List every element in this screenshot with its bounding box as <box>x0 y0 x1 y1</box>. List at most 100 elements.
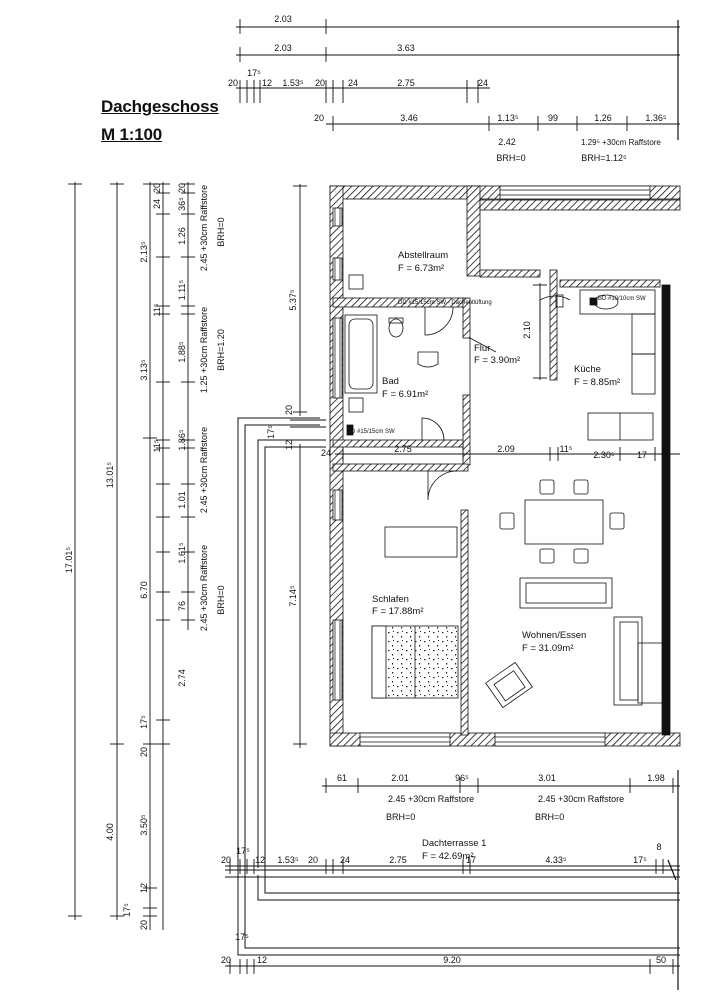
dim-label: 20 <box>152 183 162 193</box>
dim-label: 20 <box>139 920 149 930</box>
dim-label: 13.01⁵ <box>105 462 115 489</box>
dim-label: 17⁵ <box>247 68 261 78</box>
bedroom-furniture <box>371 526 459 699</box>
room-name-schlafen: Schlafen <box>372 594 409 605</box>
dim-label: 36⁵ <box>177 197 187 211</box>
note-bd: BD #10/10cm SW <box>598 296 646 302</box>
bottom-dimensions <box>225 778 680 974</box>
dim-label: 1.88⁵ <box>177 341 187 363</box>
dim-label: 96⁵ <box>455 773 469 783</box>
brh-label: BRH=1.20 <box>216 329 226 371</box>
room-area-flur: F = 3.90m² <box>474 355 520 366</box>
dining-table <box>524 499 604 545</box>
dim-label: 99 <box>548 113 558 123</box>
plan-scale: M 1:100 <box>101 125 162 144</box>
dim-label: 17⁵ <box>236 846 250 856</box>
dim-label: 11⁵ <box>152 303 162 316</box>
dim-label: 4.00 <box>105 823 115 841</box>
window-glazing <box>334 189 650 743</box>
room-area-schlafen: F = 17.88m² <box>372 606 423 617</box>
dim-label: 20 <box>221 855 231 865</box>
inner-dimensions <box>290 184 680 748</box>
dim-label: 2.03 <box>274 43 292 53</box>
dim-label: 12 <box>284 440 294 450</box>
dim-label: 2.74 <box>177 669 187 687</box>
dim-label: 1.86⁵ <box>177 429 187 451</box>
bathtub <box>344 314 378 394</box>
dim-label: 20 <box>284 405 294 415</box>
note-bd: BD #15/15cm SW <box>347 429 395 435</box>
dim-label: 2.75 <box>389 855 407 865</box>
dim-label: 2.42 <box>498 137 516 147</box>
dim-label: 17 <box>466 855 476 865</box>
vent-shaft <box>348 397 364 413</box>
vent-shaft <box>348 274 364 290</box>
dim-label: 1.53⁵ <box>277 855 299 865</box>
annotation-notes: DD #15/15cm SW - Dachentlüftung BD #10/1… <box>347 296 646 435</box>
room-name-bad: Bad <box>382 376 399 387</box>
dim-label: 7.14⁵ <box>288 585 298 607</box>
dim-label: 1.29⁵ +30cm Raffstore <box>581 138 661 147</box>
dim-label: 1.61⁵ <box>177 542 187 564</box>
dim-label: 2.13⁵ <box>139 241 149 263</box>
dim-label: 20 <box>308 855 318 865</box>
dim-label: 17⁵ <box>633 855 647 865</box>
side-sofa <box>613 616 643 706</box>
raffstore-label: 1.25 +30cm Raffstore <box>199 307 209 393</box>
wall-schlafen-north <box>332 463 469 472</box>
dim-label: 20 <box>139 747 149 757</box>
room-name-wohnen: Wohnen/Essen <box>522 630 586 641</box>
toilet <box>388 318 404 338</box>
dim-label: 20 <box>314 113 324 123</box>
brh-label: BRH=0 <box>386 812 415 822</box>
dim-label: 11⁵ <box>152 439 162 452</box>
dim-label: 1.01 <box>177 491 187 509</box>
dim-label: 11⁵ <box>559 444 572 454</box>
room-name-terrasse: Dachterrasse 1 <box>422 838 486 849</box>
room-area-bad: F = 6.91m² <box>382 389 428 400</box>
raffstore-label: 2.45 +30cm Raffstore <box>538 794 624 804</box>
raffstore-label: 2.45 +30cm Raffstore <box>199 185 209 271</box>
walls <box>329 185 681 747</box>
wall-flur-north <box>479 269 541 278</box>
room-area-wohnen: F = 31.09m² <box>522 643 573 654</box>
dim-label: 12 <box>255 855 265 865</box>
dim-label: 24 <box>340 855 350 865</box>
sofa <box>519 577 613 609</box>
dim-label: 3.46 <box>400 113 418 123</box>
wardrobe <box>384 526 458 558</box>
dim-label: 12 <box>262 78 272 88</box>
dim-label: 1.26 <box>177 227 187 245</box>
brh-label: BRH=0 <box>535 812 564 822</box>
dim-label: 6.70 <box>139 581 149 599</box>
dim-label: 3.63 <box>397 43 415 53</box>
left-dimension-labels: 17.01⁵ 13.01⁵ 4.00 6.70 3.13⁵ 2.13⁵ 3.50… <box>64 183 226 930</box>
raffstore-label: 2.45 +30cm Raffstore <box>388 794 474 804</box>
inner-dimension-labels: 5.37⁵ 7.14⁵ 2.10 2.75 2.09 11⁵ 2.30⁵ 17 … <box>266 289 647 607</box>
dim-label: 4.33⁵ <box>545 855 567 865</box>
dim-label: 2.10 <box>522 321 532 339</box>
dim-label: 24 <box>152 199 162 209</box>
wall-abstell-east <box>466 185 481 277</box>
dim-label: 24 <box>321 448 331 458</box>
dim-label: 8 <box>656 842 661 852</box>
dim-label: 2.75 <box>394 444 412 454</box>
dim-label: 2.09 <box>497 444 515 454</box>
wall-kitchen-inner <box>559 279 661 288</box>
brh-label: BRH=1.12⁵ <box>581 153 627 163</box>
note-dd: DD #15/15cm SW - Dachentlüftung <box>398 300 492 306</box>
room-name-kueche: Küche <box>574 364 601 375</box>
dim-label: 20 <box>315 78 325 88</box>
dim-label: 5.37⁵ <box>288 289 298 311</box>
dim-label: 50 <box>656 955 666 965</box>
dim-label: 1.36⁵ <box>645 113 667 123</box>
dim-label: 20 <box>228 78 238 88</box>
wall-kitchen-north <box>479 199 681 211</box>
wall-schlafen-east <box>460 509 469 736</box>
dim-label: 20 <box>177 183 187 193</box>
dim-label: 3.01 <box>538 773 556 783</box>
room-area-kueche: F = 8.85m² <box>574 377 620 388</box>
dim-label: 17⁵ <box>122 903 132 917</box>
top-dimensions <box>236 19 680 131</box>
kitchen-counter <box>587 412 654 441</box>
